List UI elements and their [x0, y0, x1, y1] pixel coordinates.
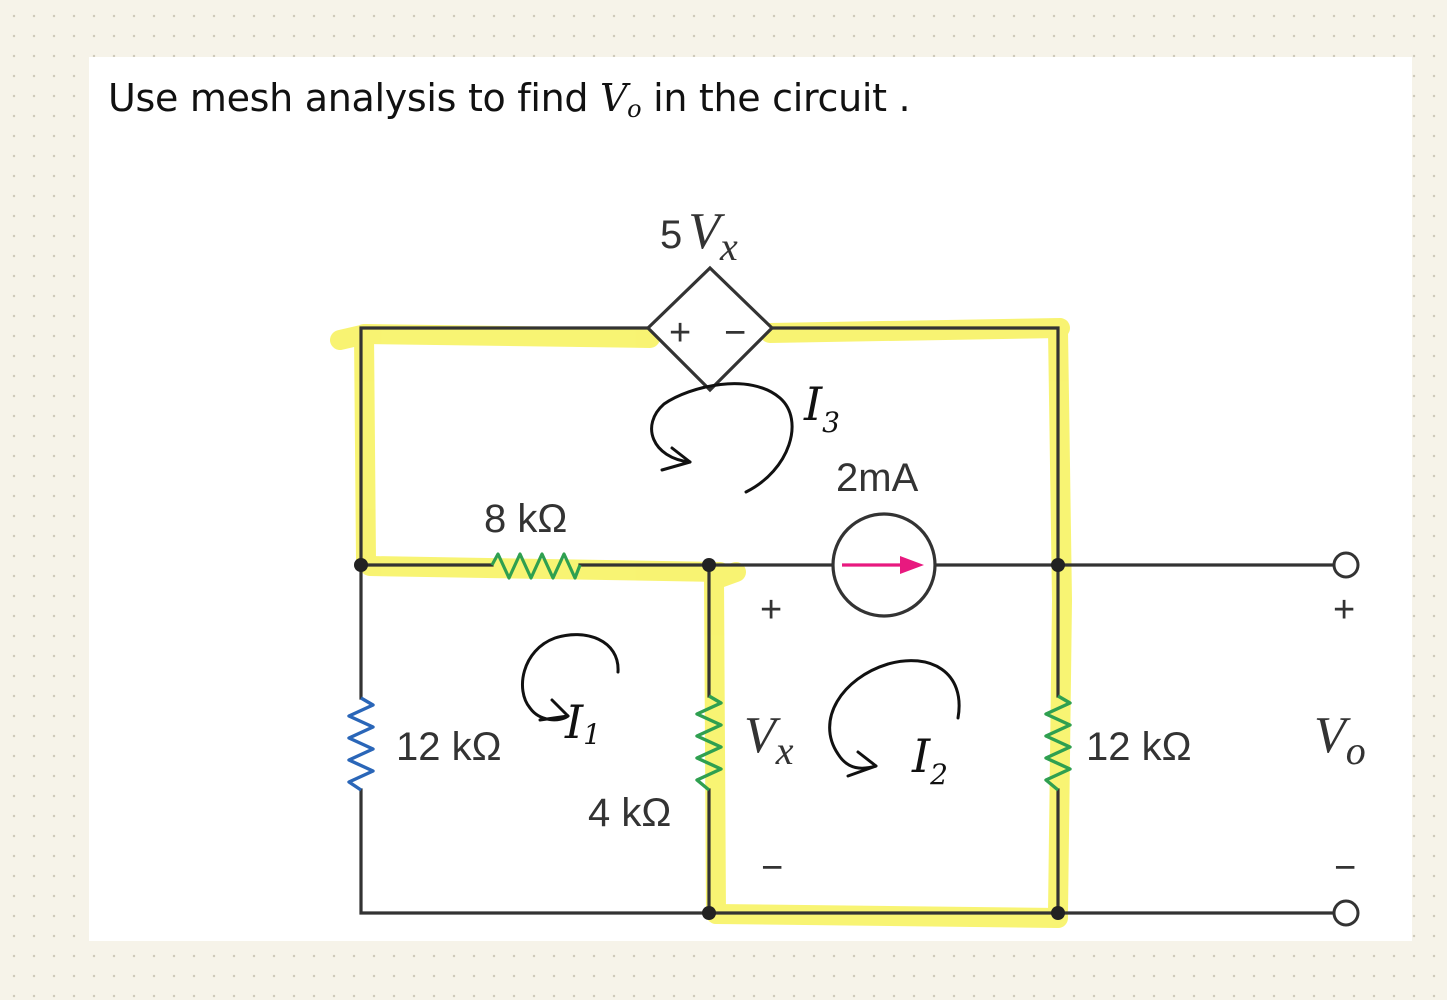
dep-source-plus: +: [669, 312, 691, 354]
diamond-symbol: [645, 265, 775, 393]
highlight-left-wire: [354, 324, 376, 570]
question-before: Use mesh analysis to find: [108, 76, 601, 120]
question-after: in the circuit .: [641, 76, 911, 120]
resistor-12k-right-label: 12 kΩ: [1086, 725, 1192, 769]
vx-var: V: [744, 707, 781, 764]
worksheet-page: [89, 57, 1412, 941]
mesh2-letter: I: [911, 729, 931, 783]
mesh3-subscript: 3: [822, 406, 840, 439]
resistor-4k: [695, 694, 723, 792]
vo-label: Vo: [1314, 707, 1366, 773]
resistor-12k-left: [347, 696, 375, 792]
vo-minus: −: [1334, 847, 1356, 889]
wire-left-bottom: [359, 788, 1060, 915]
nodes: [354, 558, 1065, 920]
question-variable-subscript: o: [627, 95, 642, 123]
wires: [359, 326, 1335, 915]
vx-label: Vx: [744, 707, 794, 773]
vo-plus: +: [1333, 589, 1355, 631]
arrow-right-icon: [900, 556, 924, 574]
vx-sub: x: [775, 728, 794, 773]
mesh1-letter: I: [564, 695, 584, 749]
wire-top-right: [770, 326, 1060, 698]
mesh3-letter: I: [803, 377, 823, 431]
dep-source-sub: x: [719, 224, 738, 269]
highlight-8k-wire: [360, 556, 730, 582]
question-text: Use mesh analysis to find Vo in the circ…: [108, 76, 911, 123]
output-terminal-top: [1332, 551, 1360, 579]
mesh3-arrowhead: [660, 446, 692, 472]
vo-sub: o: [1346, 728, 1366, 773]
node-left: [354, 558, 368, 572]
current-source-label: 2mA: [836, 456, 919, 500]
dep-source-minus: −: [724, 312, 746, 354]
mesh1-arrowhead: [538, 698, 570, 722]
resistor-12k-left-label: 12 kΩ: [396, 725, 502, 769]
mesh3-label: I3: [803, 377, 840, 439]
resistor-4k-label: 4 kΩ: [588, 791, 671, 835]
current-source: [831, 512, 937, 618]
wire-top-left: [359, 326, 650, 567]
mesh2-subscript: 2: [929, 758, 948, 791]
dependent-voltage-source: + −: [645, 265, 775, 393]
vx-plus: +: [760, 589, 782, 631]
output-terminal-bottom: [1332, 899, 1360, 927]
mesh2-label: I2: [911, 729, 948, 791]
node-bottom-center: [702, 906, 716, 920]
mesh2-arrow-curve: [828, 659, 961, 770]
node-center: [702, 558, 716, 572]
node-bottom-right: [1051, 906, 1065, 920]
highlight-strokes: [330, 318, 1072, 928]
mesh1-subscript: 1: [583, 718, 601, 751]
dep-source-var: V: [688, 203, 725, 260]
resistor-8k-label: 8 kΩ: [484, 497, 567, 541]
vo-var: V: [1314, 707, 1351, 764]
dep-source-coef: 5: [660, 213, 682, 257]
resistor-12k-right: [1044, 694, 1072, 792]
resistor-8k: [490, 552, 582, 580]
node-right: [1051, 558, 1065, 572]
mesh3-arrow-curve: [650, 382, 794, 494]
question-variable: V: [600, 76, 628, 120]
mesh2-arrowhead: [846, 750, 878, 778]
vx-minus: −: [761, 847, 783, 889]
mesh1-label: I1: [564, 695, 601, 751]
handwritten-annotations: I3 I1 I2: [521, 377, 961, 791]
